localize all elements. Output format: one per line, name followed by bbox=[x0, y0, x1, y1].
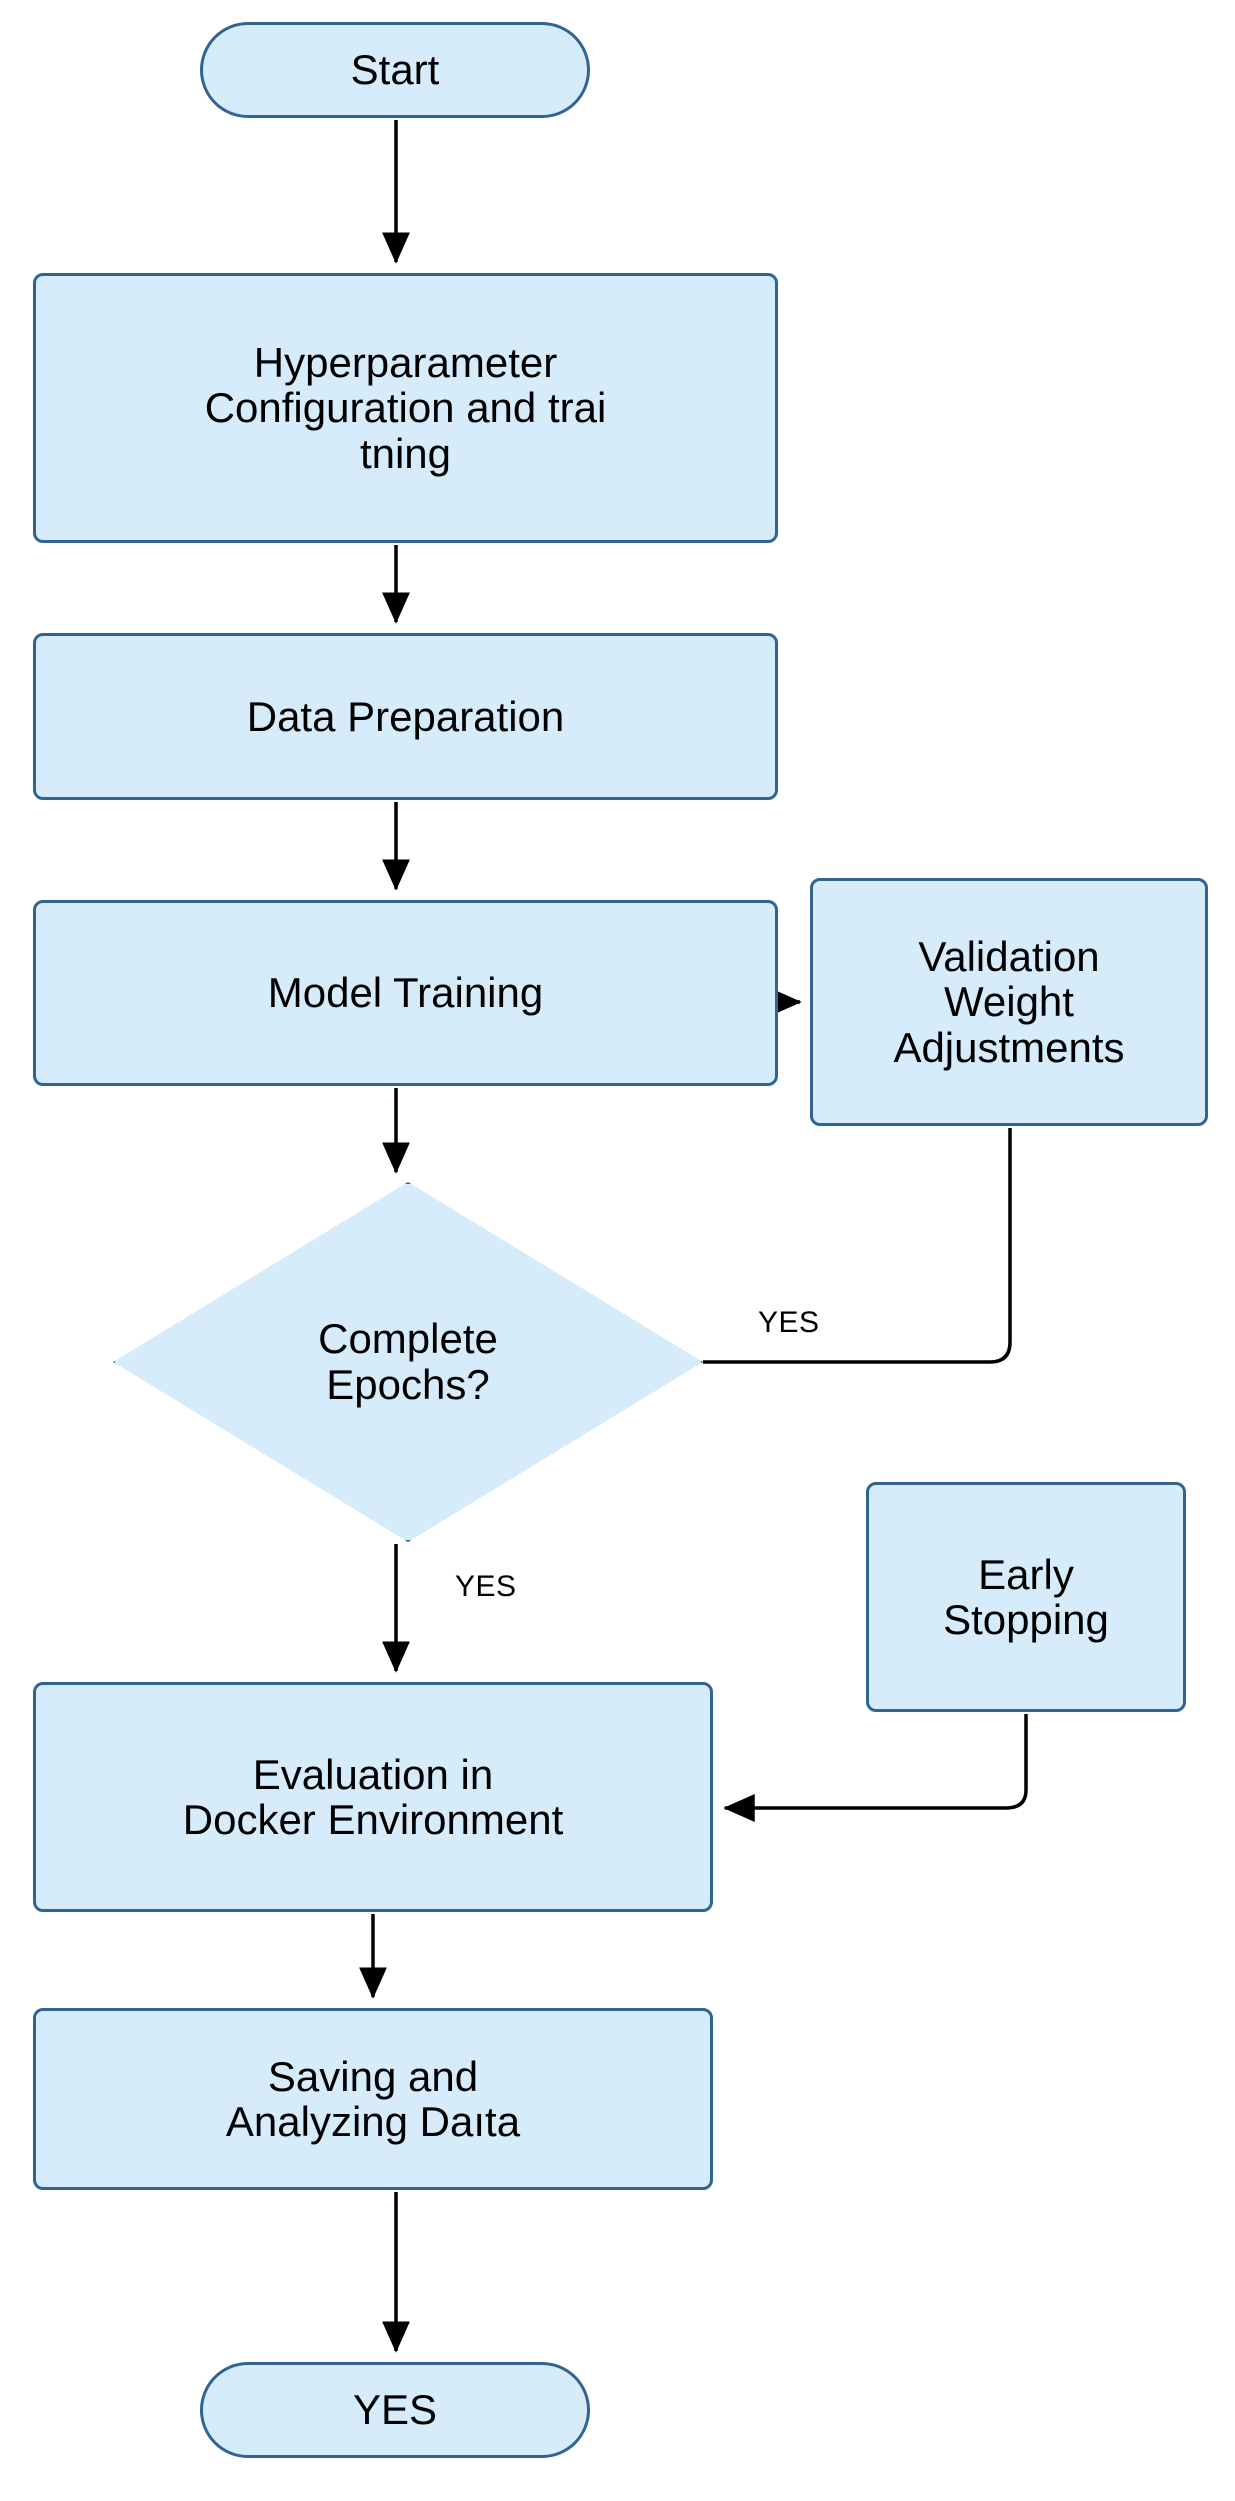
node-end[interactable]: YES bbox=[200, 2362, 590, 2458]
node-validation-weight-adjustments-label: Validation Weight Adjustments bbox=[893, 932, 1125, 1071]
node-data-preparation-label: Data Preparation bbox=[246, 692, 565, 740]
node-data-preparation[interactable]: Data Preparation bbox=[33, 633, 778, 800]
node-model-training-label: Model Training bbox=[267, 969, 544, 1017]
node-end-label: YES bbox=[352, 2386, 438, 2434]
edge-early-stopping-to-evaluation bbox=[723, 1714, 1028, 1822]
node-validation-weight-adjustments[interactable]: Validation Weight Adjustments bbox=[810, 878, 1208, 1126]
edge-label-epochs-yes-down: YES bbox=[455, 1570, 517, 1603]
node-complete-epochs-decision-label: Complete Epochs? bbox=[318, 1314, 498, 1408]
node-model-training[interactable]: Model Training bbox=[33, 900, 778, 1086]
node-early-stopping[interactable]: Early Stopping bbox=[866, 1482, 1186, 1712]
edge-epochs-yes-to-validation bbox=[703, 1128, 1012, 1364]
node-hyperparameter-configuration[interactable]: Hyperparameter Configuration and trai tn… bbox=[33, 273, 778, 543]
node-start[interactable]: Start bbox=[200, 22, 590, 118]
edge-label-epochs-yes-right: YES bbox=[758, 1306, 820, 1339]
node-evaluation-docker-environment[interactable]: Evaluation in Docker Environment bbox=[33, 1682, 713, 1912]
node-saving-analyzing-data[interactable]: Saving and Analyzing Daıta bbox=[33, 2008, 713, 2190]
node-early-stopping-label: Early Stopping bbox=[943, 1550, 1109, 1643]
node-start-label: Start bbox=[350, 46, 440, 94]
node-hyperparameter-configuration-label: Hyperparameter Configuration and trai tn… bbox=[204, 338, 607, 477]
node-evaluation-docker-environment-label: Evaluation in Docker Environment bbox=[182, 1750, 564, 1843]
node-complete-epochs-decision[interactable]: Complete Epochs? bbox=[113, 1182, 703, 1542]
node-saving-analyzing-data-label: Saving and Analyzing Daıta bbox=[225, 2052, 521, 2145]
